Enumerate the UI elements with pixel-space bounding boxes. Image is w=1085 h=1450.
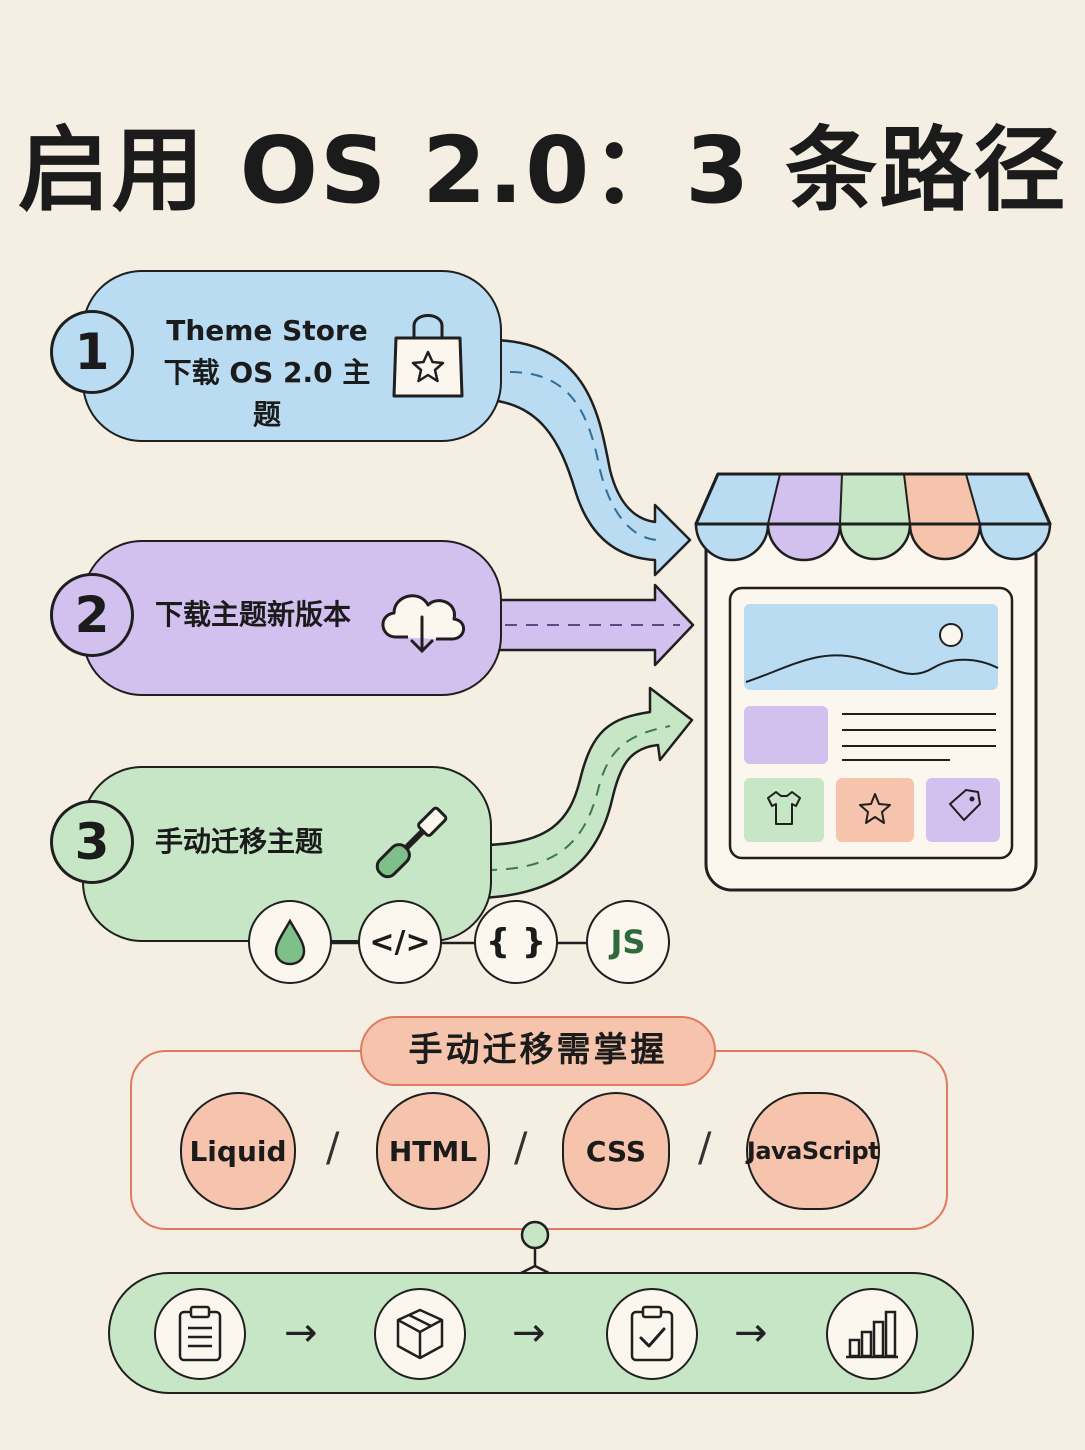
bar-chart-icon <box>826 1288 918 1380</box>
path-3-title: 手动迁移主题 <box>155 825 324 858</box>
path-2-number: 2 <box>50 573 134 657</box>
path-1-title: Theme Store <box>166 314 368 347</box>
js-label: JS <box>610 923 646 961</box>
skill-separator: / <box>698 1125 712 1171</box>
skill-html: HTML <box>376 1092 490 1210</box>
js-icon: JS <box>586 900 670 984</box>
package-box-icon <box>374 1288 466 1380</box>
html-code-icon: </> <box>358 900 442 984</box>
path-arrows <box>478 338 695 900</box>
css-braces-icon: { } <box>474 900 558 984</box>
page-title: 启用 OS 2.0：3 条路径 <box>17 117 1068 224</box>
connector <box>518 1220 552 1276</box>
step-arrow: → <box>512 1310 546 1356</box>
path-3-number: 3 <box>50 800 134 884</box>
skills-heading: 手动迁移需掌握 <box>360 1016 716 1086</box>
shopping-bag-star-icon <box>392 314 464 398</box>
arrow-path-1 <box>488 338 692 577</box>
liquid-drop-icon <box>248 900 332 984</box>
path-1-subtitle: 下载 OS 2.0 主题 <box>163 356 371 431</box>
clipboard-check-icon <box>606 1288 698 1380</box>
skill-liquid: Liquid <box>180 1092 296 1210</box>
skill-separator: / <box>514 1125 528 1171</box>
skill-css: CSS <box>562 1092 670 1210</box>
path-1-number: 1 <box>50 310 134 394</box>
path-1-text: Theme Store 下载 OS 2.0 主题 <box>152 310 382 436</box>
cloud-download-icon <box>381 594 465 654</box>
step-arrow: → <box>284 1310 318 1356</box>
step-arrow: → <box>734 1310 768 1356</box>
storefront-icon <box>694 472 1052 892</box>
path-2-title: 下载主题新版本 <box>155 598 352 631</box>
screwdriver-icon <box>375 806 448 879</box>
skill-javascript: JavaScript <box>746 1092 880 1210</box>
clipboard-list-icon <box>154 1288 246 1380</box>
skill-separator: / <box>326 1125 340 1171</box>
css-braces-label: { } <box>485 922 547 962</box>
arrow-path-3 <box>478 686 694 900</box>
html-code-label: </> <box>369 924 431 960</box>
